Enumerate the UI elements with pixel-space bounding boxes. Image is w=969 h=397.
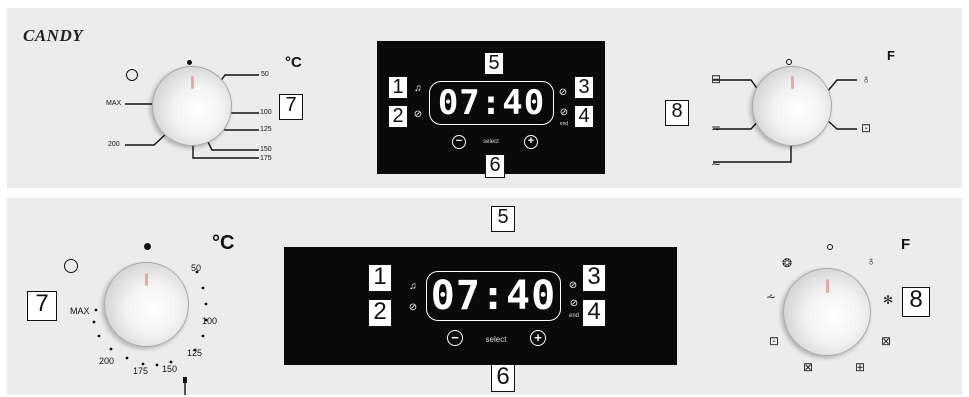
grill-fan-icon: ⊠ — [879, 335, 893, 347]
control-display: 1 2 3 4 ♫ ⊘ ⊘ ⊘ end 07:40 − select + — [284, 247, 677, 365]
cook-time-icon: ⊘ — [567, 281, 579, 291]
top-panel: CANDY °C 50 100 125 150 175 MAX 200 7 5 … — [7, 8, 962, 188]
oven-light-icon: ♁ — [864, 255, 878, 267]
bottom-heat-icon: ⩪ — [709, 158, 723, 170]
callout-4: 4 — [582, 299, 606, 327]
function-knob[interactable] — [752, 66, 832, 146]
function-off-circle — [827, 244, 833, 250]
time-readout: 07:40 — [426, 271, 561, 321]
end-label: end — [567, 313, 581, 319]
bottom-panel: 5 °C 50 100 125 150 175 200 MAX 7 — [7, 198, 962, 395]
callout-8: 8 — [902, 287, 930, 317]
eco-cook-icon: ⊞ — [852, 361, 868, 373]
fan-oven-icon: ⊟ — [709, 73, 723, 85]
plus-button[interactable]: + — [530, 330, 546, 346]
knob-indicator — [826, 279, 829, 293]
callout-2: 2 — [368, 299, 392, 327]
callout-6: 6 — [491, 364, 515, 392]
minus-button[interactable]: − — [447, 330, 463, 346]
conventional-heat-icon: ⊡ — [859, 122, 873, 134]
callout-1: 1 — [368, 264, 392, 292]
bottom-fan-icon: ≂ — [709, 122, 723, 134]
defrost-icon: ✻ — [881, 294, 895, 306]
fan-grill-icon: ⊠ — [801, 361, 815, 373]
function-label: F — [901, 236, 910, 253]
clock-icon: ⊘ — [407, 303, 419, 313]
end-time-icon: ⊘ — [567, 299, 581, 309]
function-knob[interactable] — [783, 268, 871, 356]
knob-indicator — [791, 76, 794, 88]
conventional-heat-icon: ⊡ — [767, 335, 781, 347]
bottom-heat-icon: ⩪ — [762, 291, 780, 303]
pizza-icon: ❂ — [780, 257, 794, 269]
callout-3: 3 — [582, 264, 606, 292]
select-label: select — [478, 335, 514, 344]
oven-light-icon: ♁ — [859, 73, 873, 85]
bell-icon: ♫ — [407, 282, 419, 292]
